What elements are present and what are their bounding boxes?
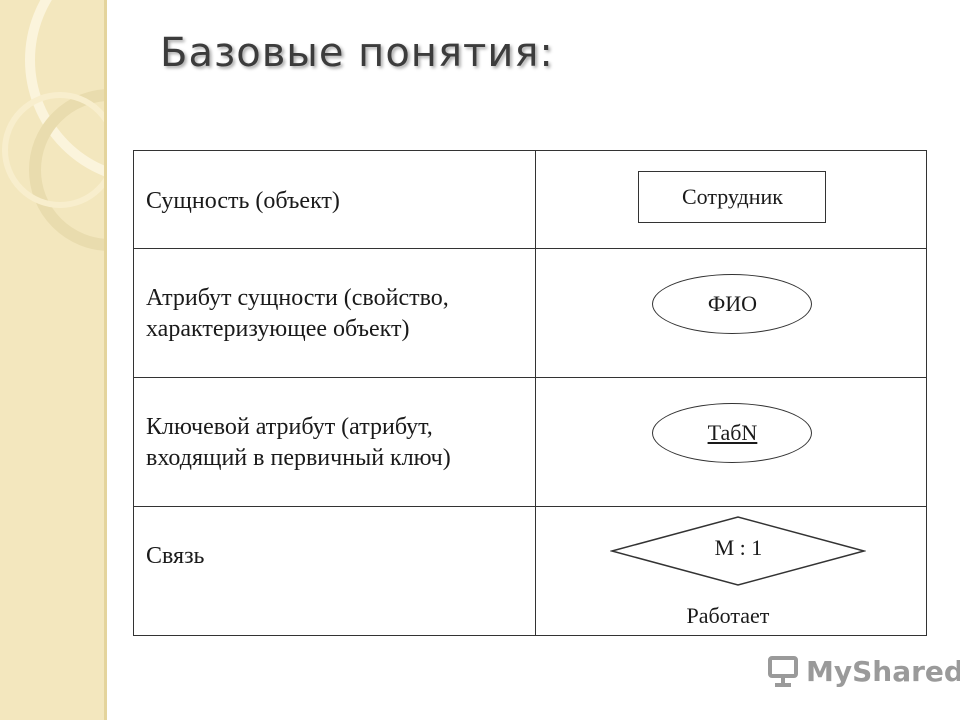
table-row: Ключевой атрибут (атрибут, входящий в пе…	[132, 377, 927, 507]
decorative-circles-icon	[2, 0, 104, 251]
term-cell: Атрибут сущности (свойство, характеризую…	[132, 248, 537, 378]
term-label: Атрибут сущности (свойство, характеризую…	[146, 285, 449, 342]
watermark-text: MyShared	[806, 654, 960, 688]
symbol-cell: ТабN	[535, 377, 927, 507]
attribute-ellipse: ФИО	[652, 274, 813, 334]
slide-title: Базовые понятия:	[160, 30, 554, 76]
term-label: Связь	[146, 543, 205, 569]
term-cell: Ключевой атрибут (атрибут, входящий в пе…	[132, 377, 537, 507]
symbol-cell: Сотрудник	[535, 150, 927, 249]
concepts-table: Сущность (объект) Сотрудник Атрибут сущн…	[132, 150, 927, 636]
table-row: Связь М : 1 Работает	[132, 506, 927, 636]
relationship-name: Работает	[686, 603, 770, 628]
term-label: Сущность (объект)	[146, 188, 340, 214]
relationship-cardinality: М : 1	[714, 535, 763, 560]
term-cell: Сущность (объект)	[132, 150, 537, 249]
entity-name: Сотрудник	[681, 184, 783, 209]
presentation-screen-icon	[768, 656, 798, 687]
term-label: Ключевой атрибут (атрибут, входящий в пе…	[146, 414, 451, 471]
term-cell: Связь	[132, 506, 537, 636]
relationship-diamond	[610, 516, 867, 586]
symbol-cell: М : 1 Работает	[535, 506, 927, 636]
key-attribute-name: ТабN	[707, 420, 758, 445]
table-row: Сущность (объект) Сотрудник	[132, 150, 927, 249]
symbol-cell: ФИО	[535, 248, 927, 378]
key-attribute-ellipse: ТабN	[652, 403, 813, 463]
table-row: Атрибут сущности (свойство, характеризую…	[132, 248, 927, 378]
decorative-side-strip	[0, 0, 107, 720]
entity-rectangle: Сотрудник	[638, 171, 827, 223]
watermark: MyShared	[766, 654, 960, 688]
attribute-name: ФИО	[707, 291, 758, 316]
